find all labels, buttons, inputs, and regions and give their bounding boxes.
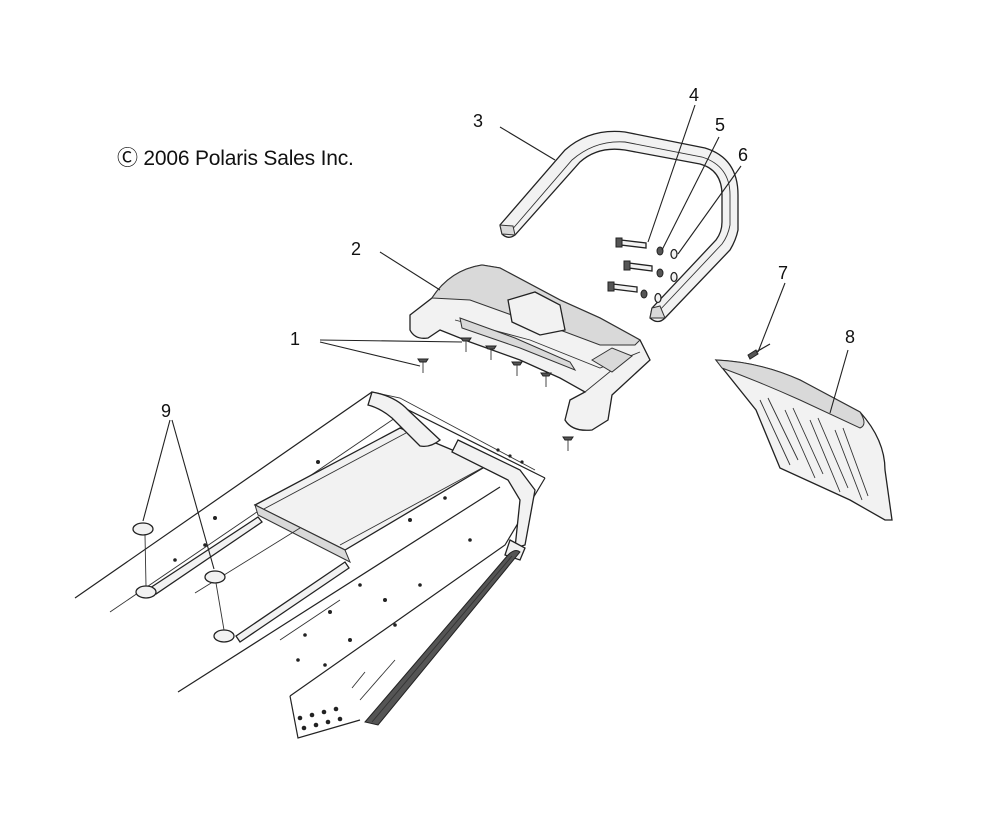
callout-3: 3 <box>473 111 483 131</box>
bolt-hardware <box>607 237 678 304</box>
callout-9: 9 <box>161 401 171 421</box>
callout-1: 1 <box>290 329 300 349</box>
copyright-notice: Ⓒ 2006 Polaris Sales Inc. <box>117 147 354 170</box>
callout-4: 4 <box>689 85 699 105</box>
rear-bracket <box>409 264 651 431</box>
callout-8: 8 <box>845 327 855 347</box>
snow-flap <box>714 359 893 521</box>
plugs <box>132 522 235 643</box>
grab-bar <box>499 130 739 323</box>
callout-2: 2 <box>351 239 361 259</box>
tunnel-holes <box>173 448 524 731</box>
callout-7: 7 <box>778 263 788 283</box>
leader-lines <box>142 104 849 570</box>
push-pins <box>417 337 574 451</box>
rivet <box>747 343 771 360</box>
tunnel-assembly <box>74 391 546 739</box>
callout-5: 5 <box>715 115 725 135</box>
callout-6: 6 <box>738 145 748 165</box>
